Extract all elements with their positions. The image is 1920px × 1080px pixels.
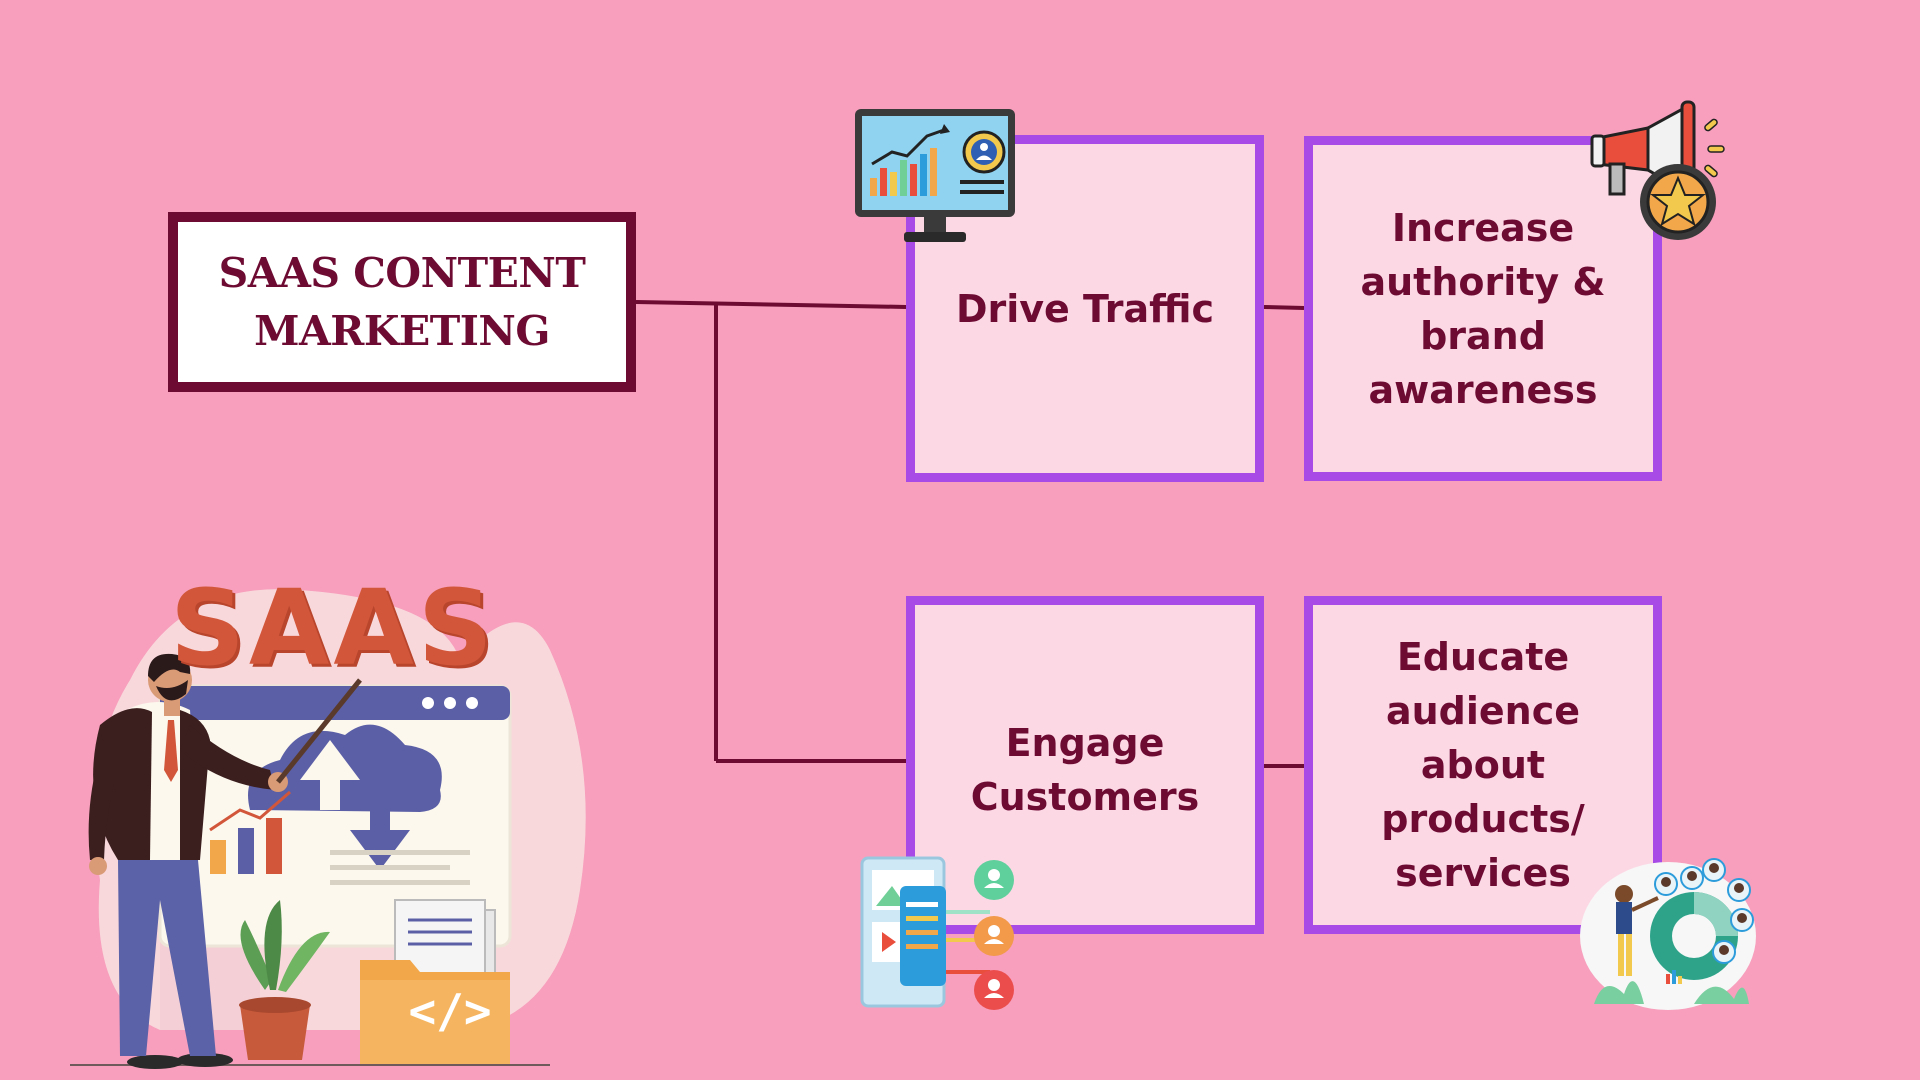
code-icon: </> [408,984,492,1038]
saas-illustration: SAAS </> [40,560,620,1080]
goal-label-engage-customers: Engage Customers [970,721,1200,819]
title-box: SAAS CONTENT MARKETING [168,212,636,392]
customer-engagement-icon [860,856,1014,1010]
saas-illustration-graphic [70,589,586,1069]
goal-box-authority: Increase authority & brand awareness [1304,136,1662,481]
goal-box-engage-customers: Engage Customers [906,596,1264,934]
goal-label-drive-traffic: Drive Traffic [955,286,1215,331]
connector-drive-to-authority [1263,305,1305,310]
goal-label-authority: Increase authority & brand awareness [1360,205,1606,412]
audience-education-icon [1580,858,1756,1010]
analytics-monitor-icon [855,109,1015,242]
connector-title-drive-traffic [635,300,907,309]
goal-box-educate: Educate audience about products/ service… [1304,596,1662,934]
megaphone-icon [1590,100,1725,240]
saas-word: SAAS [170,567,497,689]
title-text: SAAS CONTENT MARKETING [218,249,586,355]
goal-label-educate: Educate audience about products/ service… [1381,635,1585,895]
